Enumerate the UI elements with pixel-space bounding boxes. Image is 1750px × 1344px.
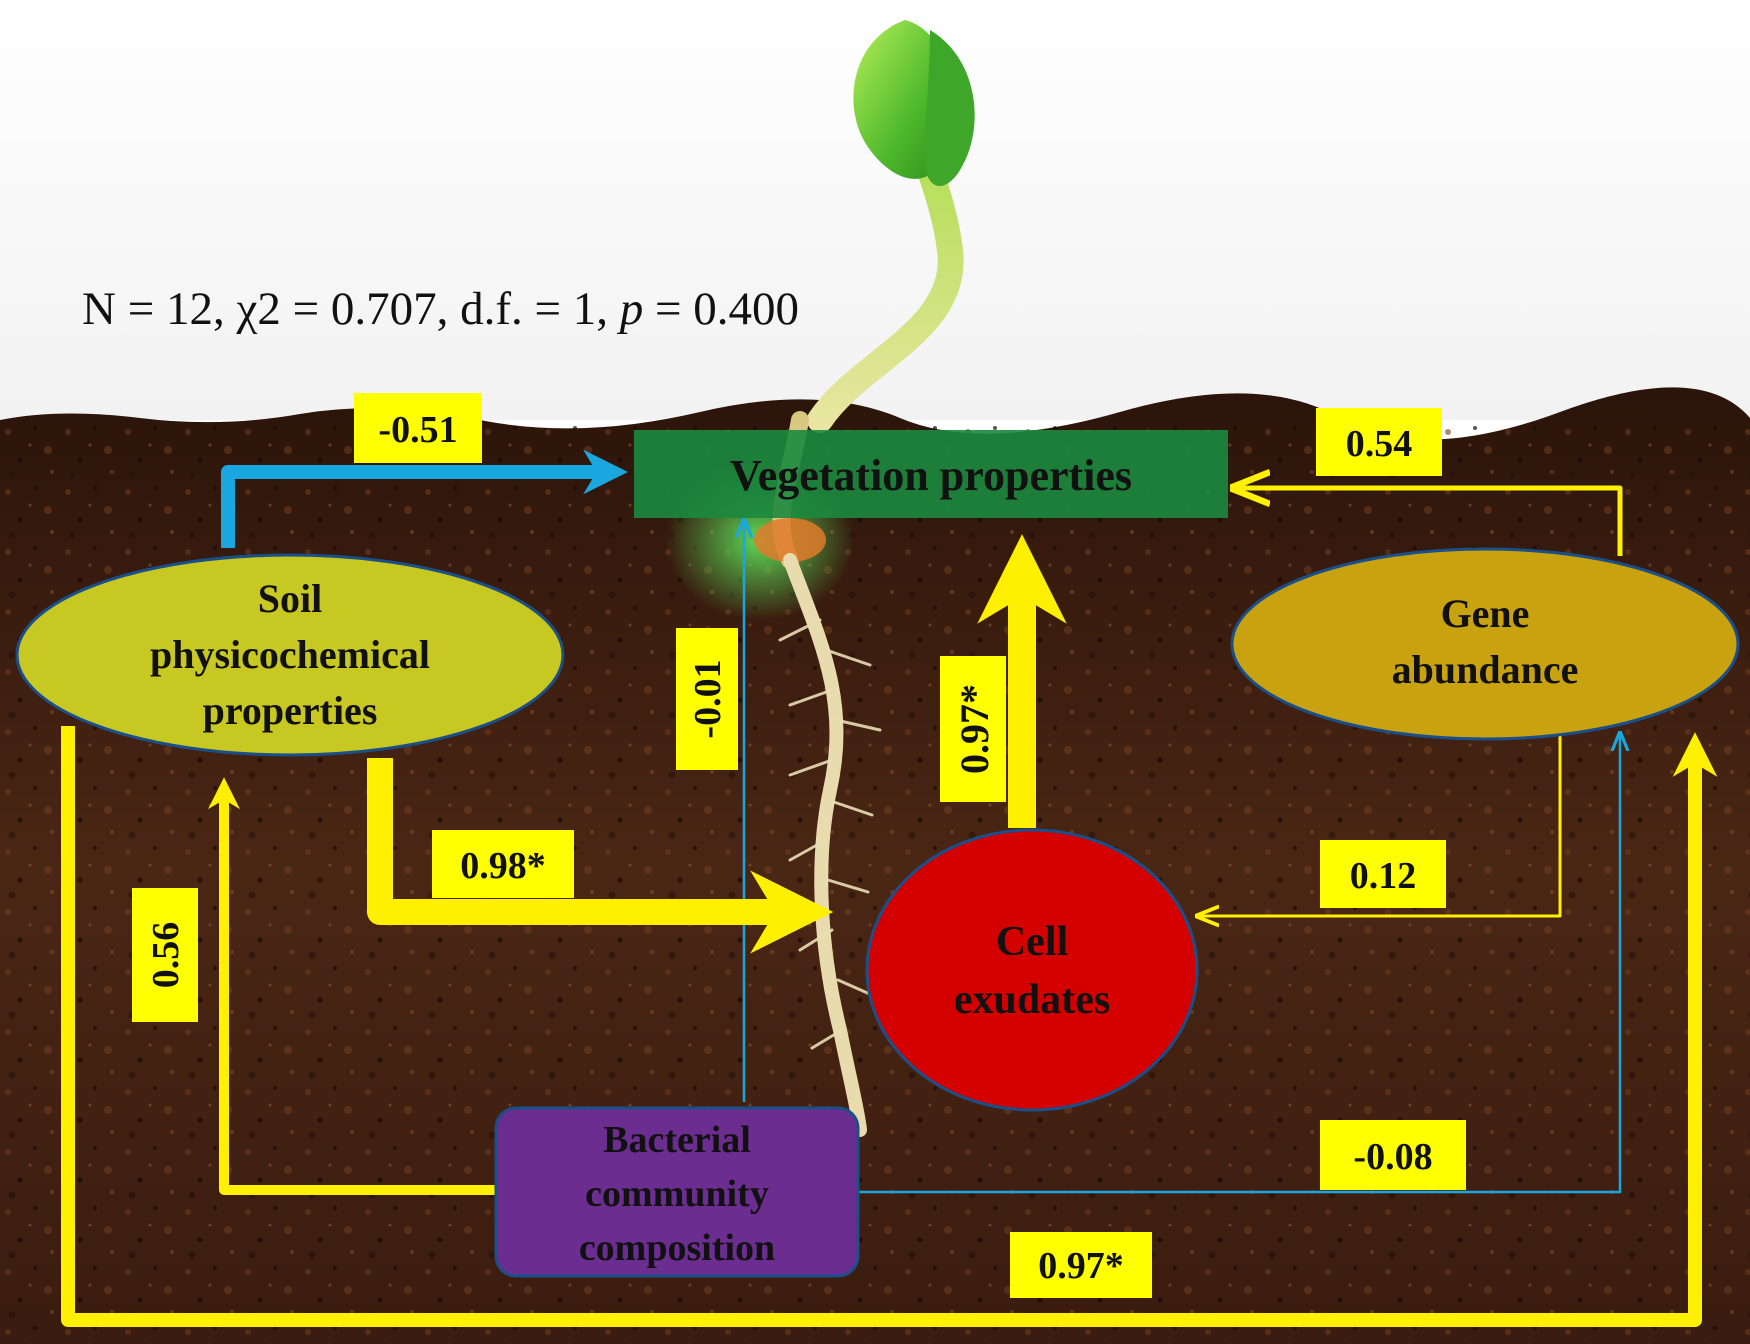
coef-box <box>1010 1232 1152 1298</box>
coef-box <box>940 656 1006 802</box>
coef-gene-to-cell: 0.12 <box>1320 840 1446 908</box>
coef-box <box>676 628 738 770</box>
node-bacterial-community: Bacterial community composition <box>494 1106 860 1278</box>
coef-value: 0.56 <box>145 922 187 989</box>
soil-ellipse <box>15 553 565 757</box>
coef-value: 0.98* <box>460 845 546 887</box>
coef-box <box>432 830 574 898</box>
bacterial-label-line-1: Bacterial <box>603 1119 751 1161</box>
path-arrow-soil-to-vegetation <box>221 449 628 548</box>
gene-label-line-2: abundance <box>1392 647 1579 692</box>
coef-value: -0.08 <box>1353 1136 1432 1178</box>
bacterial-label-line-2: community <box>585 1173 769 1215</box>
model-fit-statistics: N = 12, χ2 = 0.707, d.f. = 1, p = 0.400 <box>82 283 800 335</box>
soil-label-line-1: Soil <box>258 576 322 621</box>
coef-box <box>1316 408 1442 476</box>
cell-ellipse <box>865 828 1199 1112</box>
coef-cell-to-vegetation: 0.97* <box>940 656 1006 802</box>
coef-box <box>1320 840 1446 908</box>
coef-value: -0.01 <box>687 659 729 738</box>
bacterial-label-line-3: composition <box>579 1227 775 1269</box>
path-arrow-bacterial-to-soil <box>207 777 496 1195</box>
stat-df: d.f. = 1 <box>460 283 597 335</box>
coef-bacterial-to-gene: -0.08 <box>1320 1120 1466 1190</box>
cell-label-line-1: Cell <box>996 919 1068 965</box>
path-arrow-gene-to-cell <box>1200 728 1562 916</box>
node-soil-properties: Soil physicochemical properties <box>15 553 565 757</box>
path-arrow-soil-to-cell <box>367 758 834 954</box>
coef-value: 0.97* <box>1038 1245 1124 1287</box>
coef-box <box>1320 1120 1466 1190</box>
coef-value: -0.51 <box>378 409 457 451</box>
coef-value: 0.12 <box>1350 855 1417 897</box>
coef-soil-to-vegetation: -0.51 <box>354 393 482 463</box>
path-arrow-soil-to-gene <box>61 726 1718 1327</box>
coef-box <box>354 393 482 463</box>
stat-p-symbol: p <box>619 283 644 335</box>
coef-soil-to-gene: 0.97* <box>1010 1232 1152 1298</box>
stat-n: N = 12 <box>82 283 213 335</box>
vegetation-label: Vegetation properties <box>730 451 1132 500</box>
coef-bacterial-to-vegetation: -0.01 <box>676 628 738 770</box>
cell-label-line-2: exudates <box>954 977 1110 1023</box>
soil-label-line-2: physicochemical <box>150 632 430 677</box>
coef-gene-to-vegetation: 0.54 <box>1316 408 1442 476</box>
path-arrow-bacterial-to-gene <box>858 735 1620 1194</box>
node-vegetation-properties: Vegetation properties <box>634 430 1228 518</box>
gene-label-line-1: Gene <box>1441 591 1530 636</box>
gene-ellipse <box>1230 547 1740 741</box>
node-cell-exudates: Cell exudates <box>865 828 1199 1112</box>
coef-value: 0.97* <box>952 684 997 774</box>
stat-p-value: = 0.400 <box>655 283 800 335</box>
coef-soil-to-cell: 0.98* <box>432 830 574 898</box>
coef-value: 0.54 <box>1346 423 1413 465</box>
node-gene-abundance: Gene abundance <box>1230 547 1740 741</box>
bacterial-box <box>494 1106 860 1278</box>
coef-bacterial-to-soil: 0.56 <box>132 888 198 1022</box>
stat-chi2: χ2 = 0.707 <box>236 283 437 335</box>
vegetation-box <box>634 430 1228 518</box>
path-arrow-gene-to-vegetation <box>1238 488 1623 556</box>
coef-box <box>132 888 198 1022</box>
soil-label-line-3: properties <box>203 688 378 733</box>
